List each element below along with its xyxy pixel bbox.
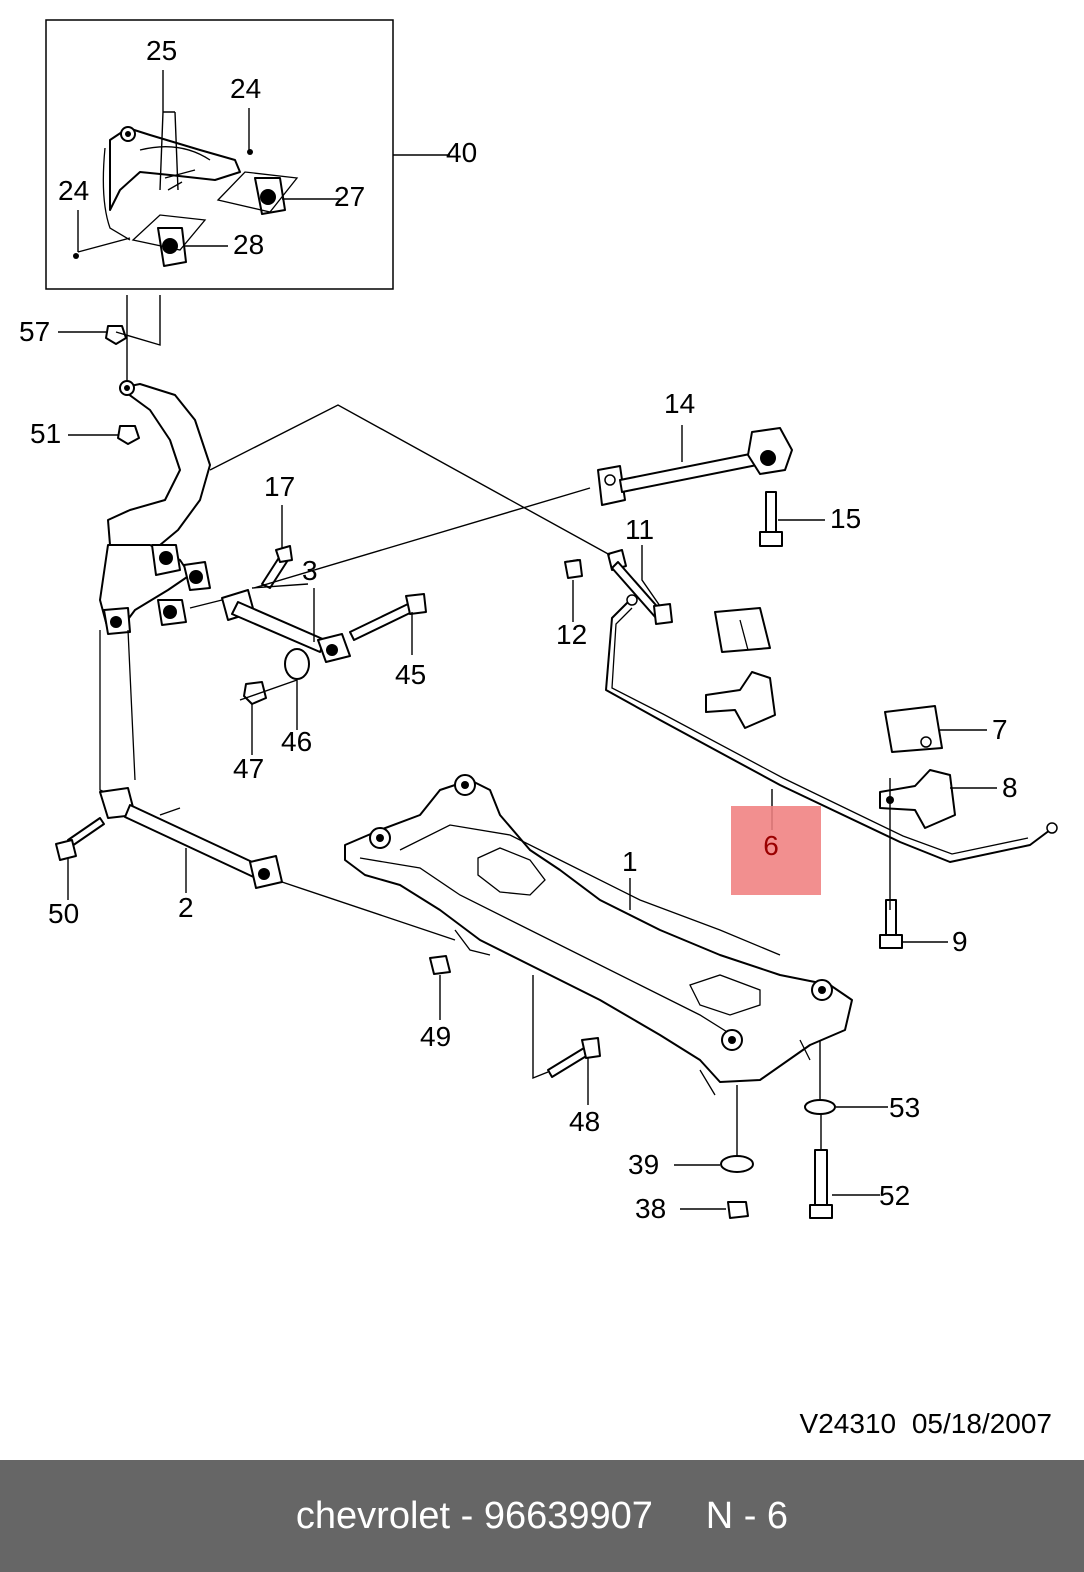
- callout-25: 25: [146, 35, 177, 66]
- stabilizer-bar: [605, 594, 1058, 863]
- callout-28: 28: [233, 229, 264, 260]
- callout-17: 17: [264, 471, 295, 502]
- callout-57: 57: [19, 316, 50, 347]
- highlight-label: 6: [763, 830, 779, 861]
- rear-crossmember: [344, 774, 853, 1096]
- callout-45: 45: [395, 659, 426, 690]
- callout-2: 2: [178, 892, 194, 923]
- callout-39: 39: [628, 1149, 659, 1180]
- callout-51: 51: [30, 418, 61, 449]
- rear-suspension-exploded-diagram: 6 25 24 40 24 27 28 57 51 14 15 17 3 11 …: [19, 19, 1058, 1224]
- inset-bracket-drawing: [73, 126, 299, 267]
- fasteners: [55, 325, 903, 1219]
- callout-27: 27: [334, 181, 365, 212]
- callout-40: 40: [446, 137, 477, 168]
- callout-labels: 25 24 40 24 27 28 57 51 14 15 17 3 11 12…: [19, 35, 1018, 1224]
- callout-15: 15: [830, 503, 861, 534]
- callout-11: 11: [625, 514, 654, 545]
- callout-9: 9: [952, 926, 968, 957]
- callout-24: 24: [230, 73, 261, 104]
- lower-link: [124, 804, 283, 889]
- callout-14: 14: [664, 388, 695, 419]
- stabilizer-bushing-and-clamp: [705, 607, 956, 829]
- lateral-link: [189, 589, 351, 663]
- callout-24: 24: [58, 175, 89, 206]
- footer-bar: chevrolet - 96639907 N - 6: [0, 1460, 1084, 1572]
- inset-detail-box: [45, 19, 394, 290]
- callout-48: 48: [569, 1106, 600, 1137]
- knuckle-trailing-arm: [99, 380, 211, 819]
- upper-link: [597, 427, 793, 506]
- callout-49: 49: [420, 1021, 451, 1052]
- callout-12: 12: [556, 619, 587, 650]
- callout-7: 7: [992, 714, 1008, 745]
- stabilizer-link: [565, 549, 673, 625]
- callout-52: 52: [879, 1180, 910, 1211]
- leader-lines: [58, 70, 997, 1210]
- highlight-box: [731, 806, 821, 895]
- callout-50: 50: [48, 898, 79, 929]
- callout-47: 47: [233, 753, 264, 784]
- callout-46: 46: [281, 726, 312, 757]
- callout-3: 3: [302, 555, 318, 586]
- drawing-id-stamp: V24310 05/18/2007: [799, 1408, 1052, 1439]
- callout-8: 8: [1002, 772, 1018, 803]
- callout-1: 1: [622, 846, 638, 877]
- callout-53: 53: [889, 1092, 920, 1123]
- callout-38: 38: [635, 1193, 666, 1224]
